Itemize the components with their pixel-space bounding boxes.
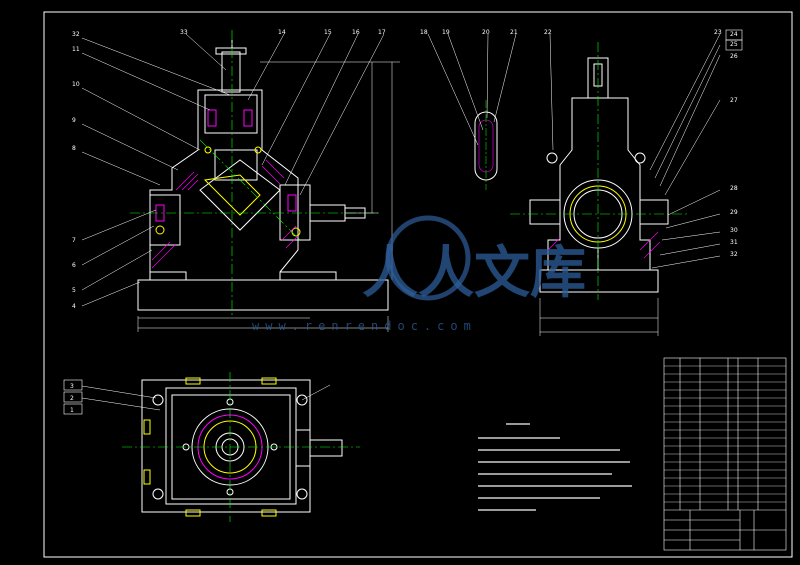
section-hatching [151,159,299,269]
callout-right_top-23: 23 [714,29,722,36]
callout-plan-2: 2 [70,395,74,402]
callout-front-8: 8 [72,145,76,152]
callout-front-10: 10 [72,81,80,88]
callout-right_side-31: 31 [730,239,738,246]
callout-front-5: 5 [72,287,76,294]
callout-front-7: 7 [72,237,76,244]
callout-front-32: 32 [72,31,80,38]
leader-lines [81,33,385,307]
callout-right_top-25: 25 [730,41,738,48]
callout-right_side-30: 30 [730,227,738,234]
callout-right_side-29: 29 [730,209,738,216]
callout-right_top-22: 22 [544,29,552,36]
callout-top-16: 16 [352,29,360,36]
title-block [664,509,786,550]
callout-detail-18: 18 [420,29,428,36]
key-detail-view [427,33,517,190]
callout-right_top-27: 27 [730,97,738,104]
callout-right_top-24: 24 [730,31,738,38]
callout-plan-3: 3 [70,383,74,390]
watermark: 人人文库 www.renrendoc.com [252,215,586,333]
callout-top-17: 17 [378,29,386,36]
watermark-logo-icon [385,215,471,301]
callout-detail-20: 20 [482,29,490,36]
sheet-border [43,11,793,558]
callout-front-9: 9 [72,117,76,124]
parts-list-rows [664,365,786,503]
side-hatching [547,231,661,259]
callout-right_side-32: 32 [730,251,738,258]
technical-notes [478,423,632,511]
watermark-url: www.renrendoc.com [252,319,477,333]
callout-front-6: 6 [72,262,76,269]
front-section-view [137,40,389,311]
callout-top-15: 15 [324,29,332,36]
callout-right_top-26: 26 [730,53,738,60]
callout-right_side-28: 28 [730,185,738,192]
callout-top-33: 33 [180,29,188,36]
callout-detail-19: 19 [442,29,450,36]
callout-front-4: 4 [72,303,76,310]
callout-plan-1: 1 [70,407,74,414]
callout-top-14: 14 [278,29,286,36]
dimension-lines [137,61,400,332]
centerlines [130,30,380,318]
watermark-brand: 人人文库 [362,241,586,306]
callout-front-11: 11 [72,46,80,53]
callout-detail-21: 21 [510,29,518,36]
